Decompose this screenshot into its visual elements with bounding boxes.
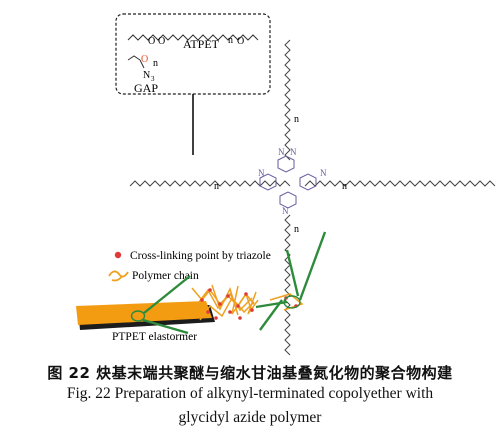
crosslink-point-icon <box>114 251 122 259</box>
atpet-o1: O <box>148 36 155 47</box>
legend: Cross-linking point by triazole Polymer … <box>108 250 271 282</box>
atpet-o3: O <box>237 36 244 47</box>
inset-box: O O O ATPET n O n N 3 GAP <box>115 13 271 95</box>
molecule-n-left: n <box>214 181 219 192</box>
triazole-n1: N <box>278 147 285 157</box>
caption-english-line-2: glycidyl azide polymer <box>178 409 322 426</box>
network-zoom-circle <box>283 295 301 309</box>
polymer-network <box>191 284 304 321</box>
legend-crosslink-text: Cross-linking point by triazole <box>130 250 271 262</box>
gap-oxygen: O <box>141 54 148 65</box>
atpet-structure <box>127 34 259 41</box>
gap-azide: N <box>143 70 150 81</box>
triazole-n4: N <box>320 168 327 178</box>
molecule-horizontal-left: n <box>129 180 291 192</box>
caption-english-line-1: Fig. 22 Preparation of alkynyl-terminate… <box>66 385 434 402</box>
gap-n: n <box>153 58 158 69</box>
atpet-o2: O <box>158 36 165 47</box>
molecule-vertical-top: n <box>284 39 299 161</box>
triazole-n5: N <box>282 206 289 216</box>
molecule-n-right: n <box>342 181 347 192</box>
caption-chinese: 图 22 炔基末端共聚醚与缩水甘油基叠氮化物的聚合物构建 <box>47 364 453 382</box>
molecule-n-top: n <box>294 114 299 125</box>
elastomer-label: PTPET elastormer <box>112 331 197 343</box>
elastomer-zoom-circle <box>130 310 146 322</box>
molecule-horizontal-right: n <box>304 180 496 192</box>
triazole-n3: N <box>258 168 265 178</box>
legend-chain-text: Polymer chain <box>132 270 199 282</box>
molecule-vertical-bottom: n <box>284 214 299 356</box>
triazole-n2: N <box>290 147 297 157</box>
molecule-n-bottom: n <box>294 224 299 235</box>
atpet-n: n <box>228 35 233 46</box>
elastomer-bar: PTPET elastormer <box>76 301 215 343</box>
gap-label: GAP <box>134 81 158 95</box>
gap-azide-sub: 3 <box>151 75 155 83</box>
zoom-lines <box>142 231 327 335</box>
triazole-core: N N N N N <box>258 147 327 216</box>
atpet-label: ATPET <box>183 37 220 51</box>
polymer-chain-icon <box>108 270 129 282</box>
gap-structure <box>127 55 145 69</box>
